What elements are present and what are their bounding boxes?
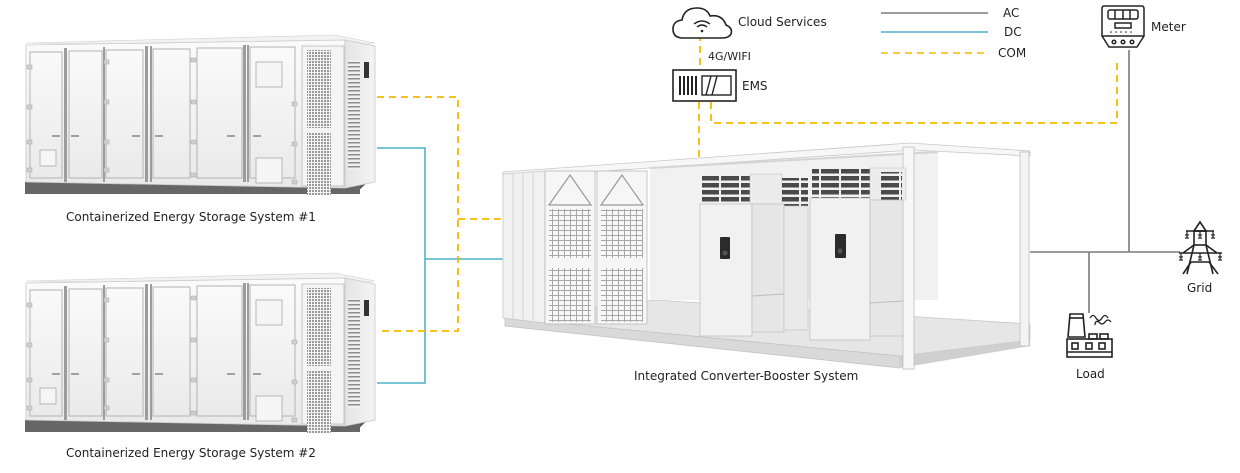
transmission-tower-icon bbox=[1179, 220, 1222, 275]
ess-2-label: Containerized Energy Storage System #2 bbox=[66, 446, 316, 460]
legend bbox=[881, 12, 988, 54]
legend-ac-label: AC bbox=[1003, 6, 1020, 20]
cloud-services-label: Cloud Services bbox=[738, 15, 827, 29]
electric-meter-icon bbox=[1101, 5, 1145, 48]
converter-unit-1 bbox=[699, 173, 809, 337]
ac-lines bbox=[1030, 50, 1180, 313]
ess-container-1 bbox=[24, 34, 376, 196]
factory-icon bbox=[1066, 313, 1113, 358]
legend-dc-label: DC bbox=[1004, 25, 1022, 39]
dc-lines bbox=[377, 147, 503, 384]
ems-controller-icon bbox=[672, 69, 737, 102]
converter-booster-container bbox=[502, 142, 1031, 370]
ems-label: EMS bbox=[742, 79, 768, 93]
legend-com-label: COM bbox=[998, 46, 1027, 60]
cloud-wifi-icon bbox=[672, 7, 733, 39]
ess-container-2 bbox=[24, 272, 376, 434]
load-label: Load bbox=[1076, 367, 1105, 381]
com-bus-ess bbox=[377, 96, 459, 332]
meter-label: Meter bbox=[1151, 20, 1186, 34]
dc-bus-ess bbox=[377, 147, 426, 384]
grid-label: Grid bbox=[1187, 281, 1213, 295]
com-line-ems-meter bbox=[710, 58, 1118, 124]
com-lines bbox=[377, 34, 1118, 332]
converter-booster-label: Integrated Converter-Booster System bbox=[634, 369, 859, 383]
link-4g-wifi-label: 4G/WIFI bbox=[708, 50, 751, 63]
ess-1-label: Containerized Energy Storage System #1 bbox=[66, 210, 316, 224]
converter-unit-2 bbox=[809, 167, 907, 341]
